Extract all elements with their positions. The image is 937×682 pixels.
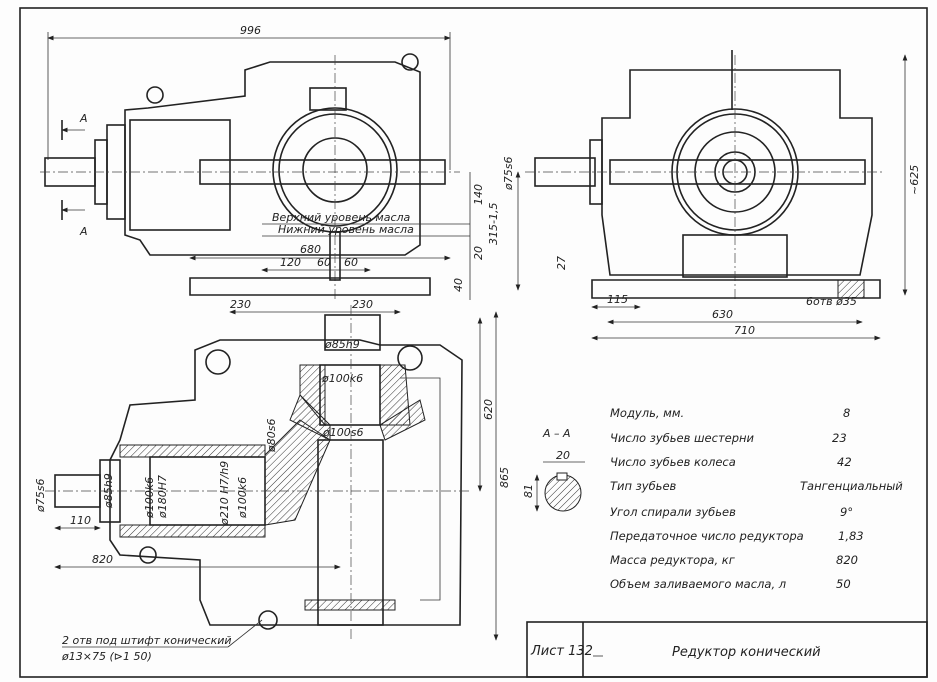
dim-60a: 60 — [317, 256, 331, 269]
dim-230a: 230 — [230, 298, 251, 311]
pin-note-line-1: 2 отв под штифт конический — [62, 634, 232, 647]
section-a-a: А – А 20 81 — [522, 427, 585, 512]
dim-80s6: ø80s6 — [265, 419, 278, 453]
oil-level-upper: Верхний уровень масла — [272, 211, 411, 224]
pin-note-line-2: ø13×75 (⊳1 50) — [61, 650, 152, 663]
dim-140: 140 — [472, 184, 485, 205]
dim-180H7: ø180H7 — [156, 475, 169, 519]
section-height: 81 — [522, 484, 535, 498]
section-mark-top: A — [79, 112, 88, 125]
dim-40: 40 — [452, 278, 465, 292]
dim-100k6-top: ø100k6 — [321, 372, 363, 385]
spec-value: 820 — [836, 553, 858, 567]
dim-85h9-left: ø85h9 — [102, 473, 115, 509]
spec-label: Объем заливаемого масла, л — [610, 577, 787, 591]
section-mark-bottom: A — [79, 225, 88, 238]
dim-996: 996 — [240, 24, 261, 37]
side-view: ~625 ø75s6 27 115 630 710 6отв ø35 — [502, 50, 921, 341]
dim-shaft-dia: ø75s6 — [502, 157, 515, 191]
dim-210: ø210 H7/h9 — [218, 461, 231, 526]
dim-85h9-top: ø85h9 — [324, 338, 360, 351]
title-block: Лист 132 Редуктор конический — [526, 621, 928, 678]
dim-630: 630 — [712, 308, 733, 321]
spec-label: Тип зубьев — [610, 479, 677, 493]
dim-620: 620 — [482, 399, 495, 420]
dim-100s6: ø100s6 — [322, 426, 363, 439]
sheet-number: Лист 132 — [530, 644, 593, 659]
dim-680: 680 — [300, 243, 321, 256]
dim-75s6: ø75s6 — [34, 479, 47, 513]
spec-value: Тангенциальный — [800, 479, 903, 493]
dim-710: 710 — [734, 324, 755, 337]
spec-value: 42 — [837, 455, 852, 469]
drawing-title: Редуктор конический — [672, 645, 821, 660]
dim-315: 315-1,5 — [487, 203, 500, 245]
dim-115: 115 — [607, 293, 628, 306]
dim-27: 27 — [555, 256, 568, 270]
dim-60b: 60 — [344, 256, 358, 269]
spec-label: Передаточное число редуктора — [610, 529, 804, 543]
spec-value: 1,83 — [838, 529, 864, 543]
dim-110: 110 — [70, 514, 91, 527]
dim-100k6-a: ø100k6 — [143, 477, 156, 519]
spec-label: Число зубьев колеса — [610, 455, 736, 469]
spec-label: Масса редуктора, кг — [610, 553, 736, 567]
dim-120: 120 — [280, 256, 301, 269]
section-label: А – А — [542, 427, 571, 440]
spec-value: 9° — [840, 505, 853, 519]
dim-625: ~625 — [908, 165, 921, 195]
dim-holes: 6отв ø35 — [806, 295, 857, 308]
spec-value: 8 — [843, 406, 850, 420]
spec-table: Модуль, мм. 8 Число зубьев шестерни 23 Ч… — [610, 406, 903, 591]
dim-230b: 230 — [352, 298, 373, 311]
dim-865: 865 — [498, 467, 511, 488]
section-key-width: 20 — [556, 449, 570, 462]
spec-label: Модуль, мм. — [610, 406, 684, 420]
oil-level-lower: Нижний уровень масла — [278, 223, 414, 236]
spec-label: Угол спирали зубьев — [610, 505, 736, 519]
spec-value: 50 — [836, 577, 851, 591]
dim-820: 820 — [92, 553, 113, 566]
front-view: 996 680 120 60 60 230 230 Верхний уровен… — [40, 24, 500, 315]
spec-value: 23 — [832, 431, 847, 445]
sheet-frame — [19, 7, 928, 678]
dim-100k6-b: ø100k6 — [236, 477, 249, 519]
dim-20: 20 — [472, 246, 485, 260]
spec-label: Число зубьев шестерни — [610, 431, 755, 445]
plan-view: 620 865 ø85h9 ø100k6 ø100s6 ø80s6 ø75s6 … — [34, 305, 511, 663]
